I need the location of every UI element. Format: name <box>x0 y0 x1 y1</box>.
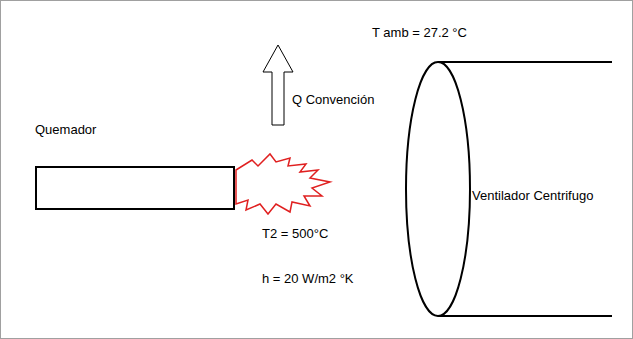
annotation-label: h = 20 W/m2 °K <box>262 271 354 287</box>
node-label: Ventilador Centrifugo <box>472 188 593 204</box>
centrifugal-fan: Ventilador Centrifugo <box>400 58 627 320</box>
burner-body <box>35 166 235 210</box>
node-label: Quemador <box>35 122 96 138</box>
annotation-label: T2 = 500°C <box>262 226 328 242</box>
annotation-label: T amb = 27.2 °C <box>372 25 467 41</box>
burner: Quemador <box>33 122 237 210</box>
convection-arrow <box>263 45 293 125</box>
flame <box>236 154 330 214</box>
annotation-label: Q Convención <box>292 92 374 108</box>
